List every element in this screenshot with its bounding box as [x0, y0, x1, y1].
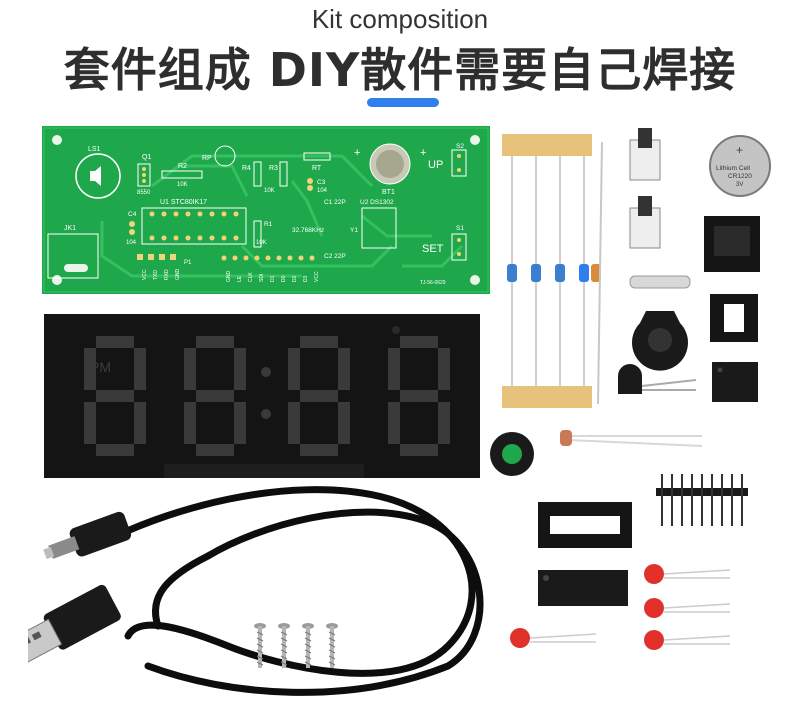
seven-segment-digit [388, 336, 450, 456]
ic-socket-8pin [710, 294, 758, 342]
pcb-label-p1: P1 [184, 260, 192, 266]
pcb-label-r3: R3 [269, 165, 278, 172]
colon-dot-top [261, 367, 271, 377]
pcb-label-rp: RP [202, 155, 212, 162]
pcb-label-r2-val: 10K [177, 182, 188, 188]
pin-header [656, 474, 748, 526]
subtitle: Kit composition [311, 4, 489, 34]
pcb-pin-label: D1 [270, 275, 276, 282]
pcb-label-set: SET [422, 243, 444, 255]
pcb-pin-label: D3 [303, 275, 309, 282]
coin-battery: + Lithium Cell CR1220 3V [709, 135, 771, 197]
pcb-label-c4: C4 [128, 211, 137, 218]
page-title: 套件组成 DIY散件需要自己焊接 [63, 43, 737, 97]
ceramic-capacitor [644, 630, 731, 650]
screw [326, 623, 338, 668]
pcb-pin-label: SDI [259, 274, 265, 282]
tactile-switch-up [629, 128, 661, 181]
pcb-label-c4-val: 104 [126, 240, 137, 246]
pcb-label-r1-val: 10K [256, 240, 267, 246]
screw [278, 623, 290, 668]
pcb-board: LS1 Q1 8550 R2 10K RP R4 R3 10K RT C3 10… [42, 126, 490, 294]
title-underline [367, 98, 439, 107]
svg-text:+: + [420, 147, 426, 159]
mcu-chip [538, 570, 628, 606]
led-display-module: PM [44, 314, 480, 478]
pcb-label-up: UP [428, 159, 443, 171]
pcb-pin-label: CLK [248, 272, 254, 282]
battery-label: Lithium Cell [716, 165, 751, 172]
pcb-label-bt1: BT1 [382, 189, 395, 196]
seven-segment-digit [84, 336, 146, 456]
display-indicator-dot [392, 326, 400, 334]
pcb-pin-label: D0 [281, 275, 287, 282]
usb-power-cable [28, 486, 484, 696]
pcb-label-q1: Q1 [142, 154, 151, 161]
svg-text:+: + [354, 147, 360, 159]
pcb-label-c1: C1 22P [324, 199, 346, 206]
pcb-label-board-id: TJ-56-0629 [420, 280, 446, 286]
pcb-label-ls1: LS1 [88, 146, 101, 153]
ceramic-capacitor [644, 598, 731, 618]
pcb-pin-label: TXD [153, 270, 159, 280]
pcb-label-s1: S1 [456, 225, 464, 232]
buzzer-outline [75, 153, 121, 199]
screw [254, 623, 266, 668]
pcb-label-c3-val: 104 [317, 188, 328, 194]
colon-dot-bottom [261, 409, 271, 419]
rtc-chip [712, 362, 758, 402]
mounting-screws [254, 623, 338, 668]
battery-voltage: 3V [736, 182, 743, 188]
pcb-label-y1: Y1 [350, 227, 358, 234]
pcb-label-r2: R2 [178, 163, 187, 170]
pcb-pin-label: GND [226, 271, 232, 283]
ic-socket-16pin [538, 502, 632, 548]
pcb-pin-label: VCC [142, 269, 148, 280]
crystal-oscillator [629, 275, 691, 289]
dc-power-jack [704, 216, 760, 272]
pcb-label-r1: R1 [264, 221, 273, 228]
pcb-pin-label: LE [237, 275, 243, 282]
pcb-pin-label: RXD [164, 269, 170, 280]
pcb-pin-label: VCC [314, 271, 320, 282]
pcb-label-u2: U2 DS1302 [360, 199, 394, 206]
svg-text:+: + [736, 143, 743, 157]
pcb-label-rt: RT [312, 165, 322, 172]
battery-model: CR1220 [728, 173, 752, 180]
pcb-label-c2: C2 22P [324, 253, 346, 260]
pcb-label-crystal: 32.768KHz [292, 227, 324, 234]
resistor-strip [502, 134, 601, 408]
pcb-pin-label: GND [175, 269, 181, 281]
pcb-label-u1: U1 STC80IK17 [160, 199, 207, 206]
pcb-label-s2: S2 [456, 143, 464, 150]
pcb-label-r4: R4 [242, 165, 251, 172]
ceramic-capacitor [644, 564, 731, 584]
buzzer [490, 432, 534, 476]
pcb-label-c3: C3 [317, 179, 326, 186]
ceramic-capacitor [510, 628, 597, 648]
seven-segment-digit [184, 336, 246, 456]
speaker-icon [90, 166, 101, 186]
seven-segment-digit [288, 336, 350, 456]
component-parts: + Lithium Cell CR1220 3V [490, 128, 771, 650]
battery-holder [632, 311, 688, 371]
transistor [618, 364, 697, 394]
pcb-label-jk1: JK1 [64, 225, 76, 232]
screw [302, 623, 314, 668]
tactile-switch-set [629, 196, 661, 249]
pcb-label-r3-val: 10K [264, 188, 275, 194]
photoresistor [560, 430, 572, 446]
pcb-pin-label: D2 [292, 275, 298, 282]
pcb-label-q1-part: 8550 [137, 190, 151, 196]
